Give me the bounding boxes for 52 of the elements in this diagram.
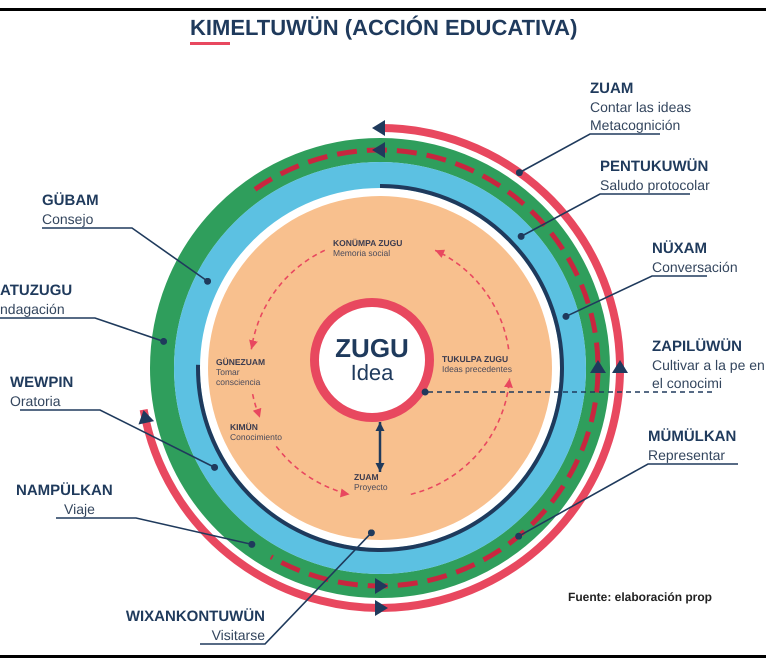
node-text: Memoria social <box>333 248 392 258</box>
node-heading: MÜMÜLKAN <box>648 428 736 446</box>
node-heading: ATUZUGU <box>0 282 72 300</box>
node-text: Idea <box>350 361 394 385</box>
leader-line <box>518 193 690 240</box>
node-text: Cultivar a la pe en el conocimi <box>652 356 766 392</box>
node-heading: PENTUKUWÜN <box>600 158 708 176</box>
node-heading: ZUAM <box>590 80 634 98</box>
node-text: Tomar consciencia <box>216 367 262 387</box>
node-text: Ideas precedentes <box>442 364 513 374</box>
node-heading: WEWPIN <box>10 374 74 392</box>
leader-line <box>562 275 707 320</box>
node-text: Oratoria <box>10 392 61 410</box>
arrow <box>376 422 384 472</box>
title: KIMELTUWÜN (ACCIÓN EDUCATIVA) <box>190 14 578 42</box>
leader-line <box>516 133 660 176</box>
node-text: Visitarse <box>212 626 265 644</box>
node-text: Proyecto <box>354 482 389 492</box>
node-text: Conocimiento <box>230 432 283 442</box>
node-heading: TUKULPA ZUGU <box>442 354 510 364</box>
node-heading: ZAPILÜWÜN <box>652 338 742 356</box>
node-heading: KIMÜN <box>230 422 259 432</box>
arrow <box>249 250 326 350</box>
node-text: Consejo <box>42 210 94 228</box>
node-heading: ZUGU <box>335 335 409 361</box>
leader-line <box>200 529 375 645</box>
node-heading: GÜNEZUAM <box>216 357 266 367</box>
arrow <box>252 394 262 418</box>
node-heading: GÜBAM <box>42 192 99 210</box>
ring <box>174 162 586 574</box>
node-heading: WIXANKONTUWÜN <box>126 608 265 626</box>
node-text: Representar <box>648 446 726 464</box>
source-note: Fuente: elaboración prop <box>568 589 712 606</box>
node-heading: ZUAM <box>354 472 380 482</box>
node-text: Contar las ideas <box>590 98 692 116</box>
leader-line <box>0 317 168 345</box>
node-text: Metacognición <box>590 116 680 134</box>
node-text: ndagación <box>0 300 65 318</box>
dotted-line <box>422 388 712 396</box>
node-heading: NÜXAM <box>652 240 707 258</box>
node-text: Viaje <box>63 500 95 518</box>
arrow <box>410 378 513 496</box>
node-heading: NAMPÜLKAN <box>16 482 113 500</box>
leader-line <box>56 517 256 548</box>
arrow <box>276 446 350 498</box>
node-text: Saludo protocolar <box>600 176 710 194</box>
leader-line <box>515 463 738 540</box>
node-heading: KONÜMPA ZUGU <box>333 238 404 248</box>
leader-line <box>20 409 218 471</box>
leader-line <box>42 227 212 285</box>
arrow <box>434 250 510 350</box>
node-text: Conversación <box>652 258 738 276</box>
